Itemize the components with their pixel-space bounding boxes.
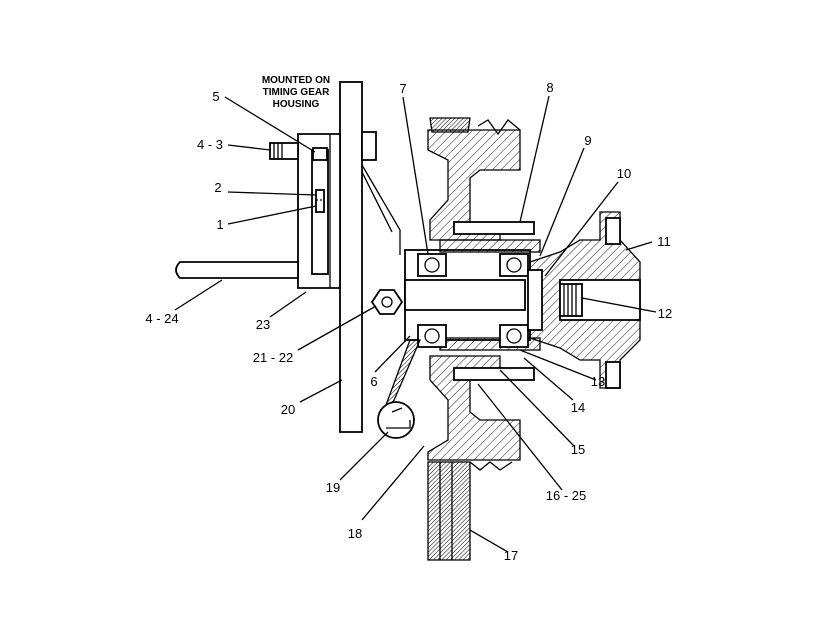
hub-top-hatch: [439, 239, 541, 253]
callout-2: 2: [214, 180, 221, 195]
shaft: [404, 279, 526, 311]
detail-pointer: [385, 339, 421, 406]
callout-19: 19: [326, 480, 340, 495]
caption-line-3: HOUSING: [273, 99, 320, 110]
callout-10: 10: [617, 166, 631, 181]
stud-upper: [269, 142, 299, 160]
bearing-lower-right: [499, 324, 529, 348]
caption-line-1: MOUNTED ON: [262, 75, 330, 86]
capscrew-lower: [453, 367, 535, 381]
washer-part: [315, 189, 325, 213]
bearing-upper-right: [499, 253, 529, 277]
callout-23: 23: [256, 317, 270, 332]
callout-16-25: 16 - 25: [546, 488, 586, 503]
drive-belts: [427, 461, 471, 561]
hex-nut: [370, 289, 404, 315]
washer-center: [527, 269, 543, 331]
flange-bolt-lower: [605, 361, 621, 389]
flange-bolt-upper: [605, 217, 621, 245]
belt-section-top: [429, 117, 471, 133]
callout-12: 12: [658, 306, 672, 321]
callout-5: 5: [212, 89, 219, 104]
callout-17: 17: [504, 548, 518, 563]
callout-15: 15: [571, 442, 585, 457]
seal-detail-circle: [377, 401, 415, 439]
callout-4-3: 4 - 3: [197, 137, 223, 152]
plate-bolt-head: [361, 131, 377, 161]
bearing-lower-left: [417, 324, 447, 348]
callout-21-22: 21 - 22: [253, 350, 293, 365]
mounting-plate: [339, 81, 363, 433]
callout-14: 14: [571, 400, 585, 415]
capscrew-head: [312, 147, 328, 161]
pulley-lower-section: [427, 355, 521, 461]
callout-9: 9: [584, 133, 591, 148]
callout-7: 7: [399, 81, 406, 96]
callout-20: 20: [281, 402, 295, 417]
callout-8: 8: [546, 80, 553, 95]
caption-line-2: TIMING GEAR: [263, 87, 330, 98]
callout-13: 13: [591, 374, 605, 389]
callout-6: 6: [370, 374, 377, 389]
callout-11: 11: [657, 234, 671, 249]
stud-long: [175, 261, 299, 279]
bearing-upper-left: [417, 253, 447, 277]
leader-lines: [174, 95, 657, 553]
retaining-bolt: [559, 283, 583, 317]
callout-4-24: 4 - 24: [145, 311, 178, 326]
capscrew-upper: [453, 221, 535, 235]
callout-18: 18: [348, 526, 362, 541]
callout-1: 1: [216, 217, 223, 232]
